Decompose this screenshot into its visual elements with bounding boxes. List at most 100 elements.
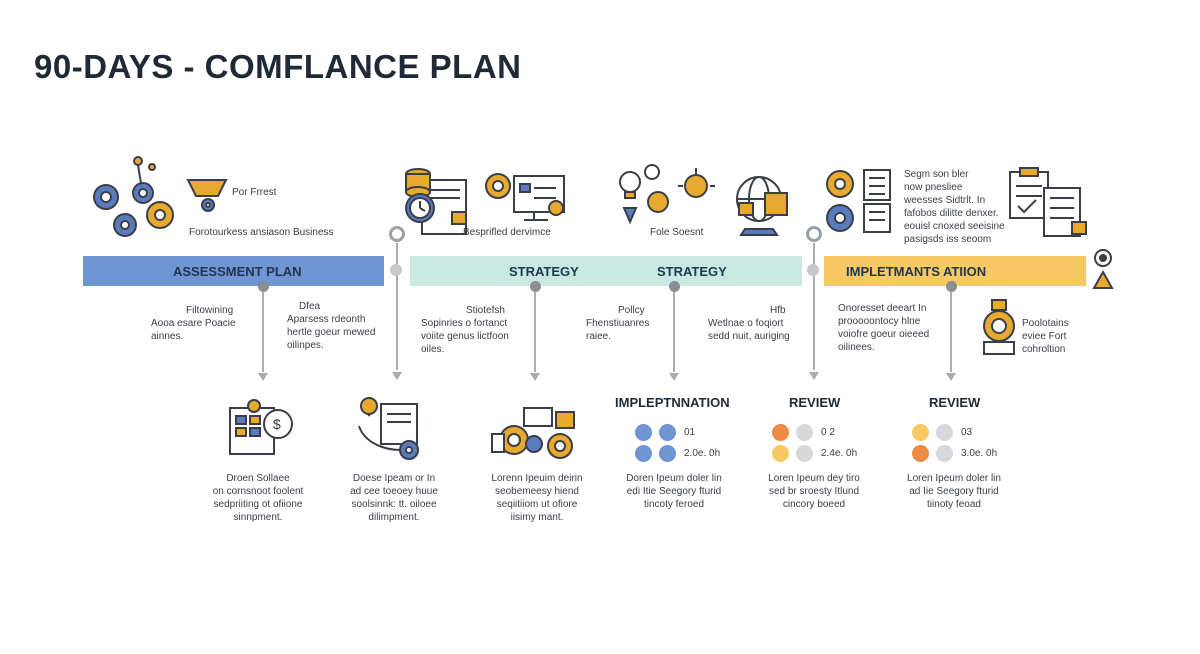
assessment-plan-bar: ASSESSMENT PLAN	[83, 256, 384, 286]
gears-icon	[93, 156, 174, 237]
bottom-note-line: seobemeesy hiend	[495, 486, 579, 497]
mid-note-1: Filtowining Aooa esare Poacie ainnes.	[151, 304, 236, 343]
bottom-note-line: seqiitiiom ut ofiore	[496, 499, 578, 510]
mid-note-3: Stiotefsh Sopinries o fortanct voiite ge…	[421, 304, 509, 356]
strategy-bar: STRATEGY STRATEGY	[410, 256, 802, 286]
mid-note-line: Pollcy	[618, 305, 645, 316]
page-title: 90-DAYS - COMFLANCE PLAN	[34, 48, 522, 85]
arrow-down-icon	[530, 373, 540, 381]
bottom-note-line: tiinoty feoad	[927, 499, 981, 510]
bottom-note-line: dilimpment.	[368, 512, 420, 523]
connector-dot	[946, 281, 957, 292]
bottom-note-line: sed br sroesty Itlund	[768, 486, 860, 497]
implementation-bar: IMPLETMANTS ATIION	[824, 256, 1086, 286]
implementation-value-b: 2.0e. 0h	[684, 448, 721, 459]
right-note-line: now pnesliee	[904, 182, 963, 193]
connector-line	[534, 292, 536, 372]
bottom-note-line: soolsinnk: tt. oiloee	[351, 499, 437, 510]
arrow-down-icon	[946, 373, 956, 381]
bottom-note-line: tincoty feroed	[643, 499, 705, 510]
divider-line	[396, 243, 398, 370]
mid-note-line: raiee.	[586, 331, 612, 342]
mid-note-5: Hfb Wetlnae o foqiort sedd nuit, aurigin…	[708, 304, 790, 343]
mid-note-line: oilinpes.	[287, 340, 324, 351]
cart-icon	[186, 179, 228, 212]
mid-note-line: Filtowining	[186, 305, 234, 316]
bottom-note-line: ad cee toeoey huue	[350, 486, 438, 497]
status-dot	[936, 445, 953, 462]
bottom-note-line: sedpriiting ot ofiione	[213, 499, 303, 510]
mid-note-line: Stiotefsh	[466, 305, 505, 316]
bottom-note-2: Doese Ipeam or In ad cee toeoey huue soo…	[336, 472, 452, 524]
database-clock-lock-icon	[405, 168, 467, 235]
mid-note-line: cohroltion	[1022, 344, 1066, 355]
assessment-plan-label: ASSESSMENT PLAN	[173, 263, 302, 279]
gears-document-icon	[826, 169, 891, 233]
milestone-ring	[389, 226, 405, 242]
implementation-label: IMPLETMANTS ATIION	[846, 263, 987, 279]
status-dot	[659, 445, 676, 462]
money-coins-lock-icon	[491, 407, 575, 459]
certificate-badge-icon	[983, 299, 1015, 355]
review-1-value-b: 2.4e. 0h	[821, 448, 858, 459]
right-note-line: pasigsds iss seoom	[904, 234, 992, 245]
mid-note-7: Poolotains eviee Fort cohroltion	[1022, 317, 1069, 356]
implementation-value-a: 01	[684, 427, 696, 438]
bottom-note-line: Doren Ipeum doler lin	[626, 473, 722, 484]
mid-note-line: Wetlnae o foqiort	[708, 318, 784, 329]
mid-note-line: ainnes.	[151, 331, 184, 342]
label-fole-secrets: Fole Soesnt	[650, 227, 704, 238]
connector-dot	[669, 281, 680, 292]
warning-icon	[1092, 249, 1114, 289]
mid-note-line: oilinees.	[838, 342, 875, 353]
connector-line	[673, 292, 675, 372]
clipboard-lock-icon	[1009, 167, 1087, 237]
mid-note-6: Onoresset deeart In prooooontocy hlne vo…	[838, 302, 929, 354]
status-dot	[635, 424, 652, 441]
right-note-line: weesses Sidtrlt. In	[904, 195, 986, 206]
mid-note-line: Sopinries o fortanct	[421, 318, 508, 329]
mid-note-line: eviee Fort	[1022, 331, 1067, 342]
connector-line	[262, 292, 264, 372]
connector-dot	[258, 281, 269, 292]
bottom-note-1: Droen Sollaee on cornsnoot foolent sedpr…	[200, 472, 316, 524]
status-dot	[772, 424, 789, 441]
status-dot	[796, 424, 813, 441]
review-heading-1: REVIEW	[789, 395, 841, 410]
svg-text:$: $	[273, 416, 281, 432]
mid-note-line: hertle goeur mewed	[287, 327, 376, 338]
right-note-line: Segm son bler	[904, 169, 969, 180]
bottom-note-line: Loren Ipeum doler lin	[907, 473, 1001, 484]
label-specified-devices: Besprifled dervimce	[463, 227, 551, 238]
mid-note-4: Pollcy Fhenstiuanres raiee.	[586, 304, 649, 343]
bottom-note-6: Loren Ipeum doler lin ad Iie Seegory ftu…	[892, 472, 1016, 511]
mid-note-2: Dfea Aparsess rdeonth hertle goeur mewed…	[287, 300, 375, 352]
implementation-heading: IMPLEPTNNATION	[615, 395, 730, 410]
finance-report-icon: $	[229, 399, 293, 455]
bottom-note-line: cincory boeed	[782, 499, 846, 510]
status-dot	[659, 424, 676, 441]
status-dot	[635, 445, 652, 462]
connector-line	[950, 292, 952, 372]
strategy-label-2: STRATEGY	[657, 263, 727, 279]
bottom-note-line: edi Itie Seegory fturid	[626, 486, 722, 497]
mid-note-line: Onoresset deeart In	[838, 303, 927, 314]
label-for-frest: Por Frrest	[232, 187, 277, 198]
bottom-note-line: ad Iie Seegory fturid	[909, 486, 999, 497]
strategy-label-1: STRATEGY	[509, 263, 579, 279]
bottom-note-line: Droen Sollaee	[226, 473, 290, 484]
status-dot	[772, 445, 789, 462]
milestone-ring	[806, 226, 822, 242]
mid-note-line: Fhenstiuanres	[586, 318, 650, 329]
bottom-note-line: iisimy mant.	[510, 512, 564, 523]
mid-note-line: Aparsess rdeonth	[287, 314, 366, 325]
mid-note-line: voiofre goeur oieeed	[838, 329, 930, 340]
bottom-note-line: on cornsnoot foolent	[212, 486, 304, 497]
review-heading-2: REVIEW	[929, 395, 981, 410]
review-2-value-a: 03	[961, 427, 973, 438]
bottom-note-line: Doese Ipeam or In	[352, 473, 436, 484]
mid-note-line: Dfea	[299, 301, 321, 312]
arrow-down-icon	[809, 372, 819, 380]
hand-idea-icon	[358, 397, 419, 460]
bottom-note-line: sinnpment.	[233, 512, 283, 523]
